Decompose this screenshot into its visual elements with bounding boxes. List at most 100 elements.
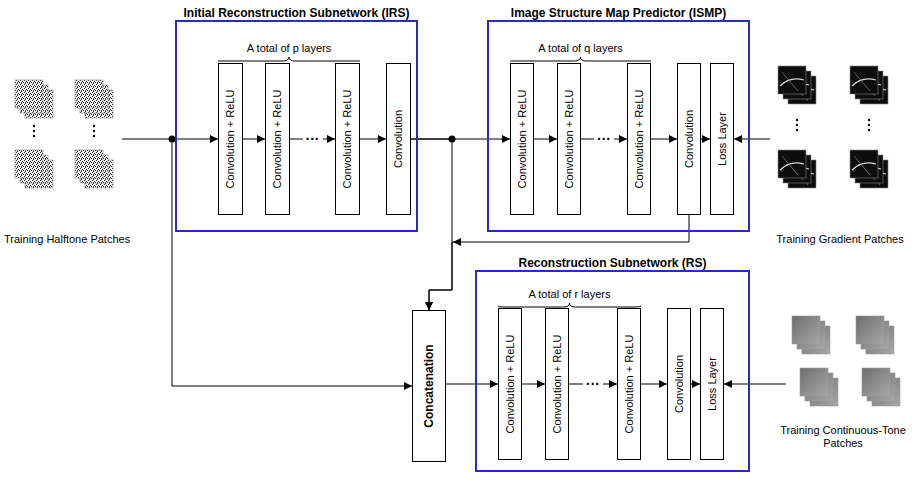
layer-box: Convolution [677, 63, 701, 215]
gradient-edge [852, 79, 876, 86]
group-title: Initial Reconstruction Subnetwork (IRS) [183, 6, 409, 20]
layer-text: Convolution [683, 110, 695, 168]
ellipsis-dot [796, 119, 798, 121]
ellipsis-dot [93, 130, 95, 132]
layer-text: Convolution + ReLU [504, 335, 516, 434]
layer-box: Convolution + ReLU [617, 308, 641, 460]
gradient-patch [778, 66, 806, 94]
layer-text: Convolution + ReLU [623, 335, 635, 434]
layer-box: Convolution + ReLU [510, 63, 534, 215]
patch-caption-wrap: Training Halftone Patches [4, 229, 130, 247]
gradient-edge [852, 163, 876, 170]
subnetwork-group: Image Structure Map Predictor (ISMP)A to… [487, 20, 750, 232]
patch-caption-wrap: Training Gradient Patches [776, 229, 903, 247]
ellipsis-dot [93, 135, 95, 137]
layer-box: Convolution [667, 308, 691, 460]
layer-count: A total of r layers [529, 288, 611, 300]
ellipsis-wrap: ··· [303, 130, 323, 148]
connector [701, 139, 710, 140]
junction-dot [449, 136, 456, 143]
gradient-edge [854, 156, 870, 175]
concatenation-box: Concatenation [412, 310, 446, 462]
layer-brace [510, 57, 651, 61]
ellipsis-dot [796, 124, 798, 126]
connector [446, 384, 498, 385]
layer-box: Convolution + ReLU [557, 63, 581, 215]
layer-box: Convolution + ReLU [218, 63, 243, 215]
input-line [172, 139, 412, 386]
ellipsis-dot [33, 135, 35, 137]
patch-caption: Training Gradient Patches [776, 233, 903, 245]
layer-count-wrap: A total of p layers [247, 38, 331, 56]
layer-box: Convolution + ReLU [627, 63, 651, 215]
subnetwork-group: Reconstruction Subnetwork (RS)A total of… [475, 270, 750, 472]
concatenation-text: Concatenation [422, 344, 436, 427]
layer-text: Convolution + ReLU [516, 90, 528, 189]
layer-text: Convolution + ReLU [225, 90, 237, 189]
connector [243, 139, 265, 140]
layer-box: Loss Layer [700, 308, 724, 460]
group-title-wrap: Initial Reconstruction Subnetwork (IRS) [183, 3, 409, 21]
layer-box: Convolution [386, 63, 411, 215]
ellipsis-dot [93, 125, 95, 127]
layer-box: Convolution + ReLU [335, 63, 360, 215]
halftone-patch [75, 150, 103, 178]
layer-text: Convolution + ReLU [563, 90, 575, 189]
ellipsis: ··· [594, 132, 614, 146]
connector [522, 384, 545, 385]
target-line [734, 139, 770, 140]
layer-brace [218, 57, 360, 61]
gradient-patch [850, 150, 878, 178]
layer-text: Convolution [393, 110, 405, 168]
ellipsis-wrap: ··· [594, 130, 614, 148]
layer-text: Convolution + ReLU [272, 90, 284, 189]
gradient-edge [780, 163, 804, 170]
layer-count-wrap: A total of q layers [538, 38, 622, 56]
layer-box: Loss Layer [710, 63, 734, 215]
tone-patch [800, 368, 828, 396]
halftone-patch [15, 80, 43, 108]
group-title: Image Structure Map Predictor (ISMP) [511, 6, 726, 20]
layer-count-wrap: A total of r layers [529, 284, 611, 302]
ellipsis-dot [868, 129, 870, 131]
gradient-edge [780, 79, 804, 86]
halftone-patch [75, 80, 103, 108]
layer-brace [498, 303, 641, 307]
group-title-wrap: Image Structure Map Predictor (ISMP) [511, 3, 726, 21]
layer-count: A total of p layers [247, 42, 331, 54]
ellipsis-dot [796, 129, 798, 131]
layer-text: Loss Layer [716, 112, 728, 166]
target-line [724, 384, 786, 385]
group-title: Reconstruction Subnetwork (RS) [518, 256, 706, 270]
feedback-arrowhead [453, 238, 461, 246]
connector [651, 139, 677, 140]
connector [360, 139, 386, 140]
layer-text: Loss Layer [706, 357, 718, 411]
patch-caption: Training Continuous-Tone Patches [778, 424, 908, 450]
layer-text: Convolution + ReLU [342, 90, 354, 189]
layer-box: Convolution + ReLU [265, 63, 290, 215]
ellipsis-dot [868, 119, 870, 121]
group-title-wrap: Reconstruction Subnetwork (RS) [518, 253, 706, 271]
layer-box: Convolution + ReLU [545, 308, 569, 460]
tone-patch [792, 316, 820, 344]
ellipsis: ··· [583, 377, 603, 391]
ellipsis: ··· [303, 132, 323, 146]
connector [641, 384, 667, 385]
halftone-patch [15, 150, 43, 178]
gradient-patch [850, 66, 878, 94]
ellipsis-wrap: ··· [583, 375, 603, 393]
patch-caption: Training Halftone Patches [4, 233, 130, 245]
ellipsis-dot [868, 124, 870, 126]
gradient-patch [778, 150, 806, 178]
ellipsis-dot [33, 125, 35, 127]
gradient-edge [782, 156, 798, 175]
subnetwork-group: Initial Reconstruction Subnetwork (IRS)A… [175, 20, 418, 232]
layer-box: Convolution + ReLU [498, 308, 522, 460]
tone-patch [856, 316, 884, 344]
layer-text: Convolution [673, 355, 685, 413]
ellipsis-dot [33, 130, 35, 132]
tone-patch [862, 368, 890, 396]
